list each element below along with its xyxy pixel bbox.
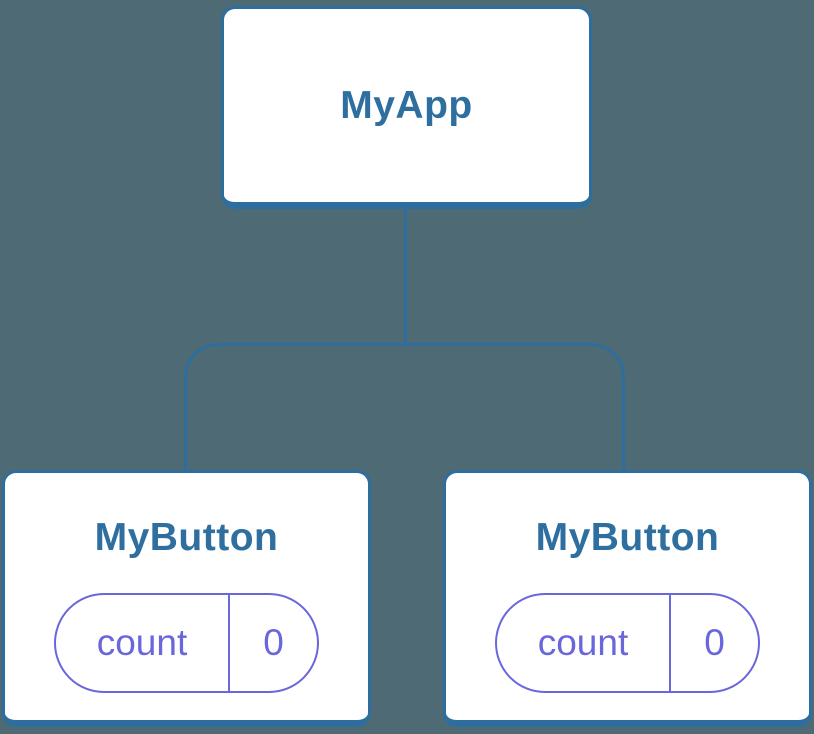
tree-node-mybutton-right: MyButton count 0 <box>443 470 812 727</box>
state-pill-right: count 0 <box>495 593 760 693</box>
state-value-cell: 0 <box>228 595 317 691</box>
node-label-mybutton-right: MyButton <box>535 516 720 559</box>
state-name-left: count <box>96 622 188 663</box>
node-label-mybutton-left: MyButton <box>94 516 279 559</box>
state-value-left: 0 <box>263 622 284 663</box>
tree-node-myapp: MyApp <box>221 6 592 209</box>
state-name-cell: count <box>56 595 228 691</box>
connector-bracket <box>184 343 625 470</box>
node-label-myapp: MyApp <box>340 83 473 127</box>
tree-node-mybutton-left: MyButton count 0 <box>2 470 371 727</box>
state-name-cell: count <box>497 595 669 691</box>
state-value-cell: 0 <box>669 595 758 691</box>
state-name-right: count <box>537 622 629 663</box>
connector-stem <box>404 209 407 345</box>
state-value-right: 0 <box>704 622 725 663</box>
state-pill-left: count 0 <box>54 593 319 693</box>
